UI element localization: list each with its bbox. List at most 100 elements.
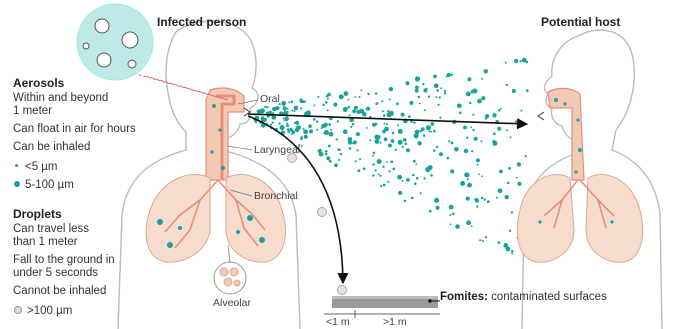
aerosol-particle — [415, 89, 419, 93]
aerosol-particle — [397, 175, 402, 180]
aerosol-particle — [415, 163, 417, 165]
aerosol-particle — [479, 239, 481, 241]
aerosol-particle — [375, 92, 377, 94]
aerosol-particle — [430, 174, 433, 177]
aerosol-particle — [325, 153, 328, 156]
aerosol-particle — [303, 128, 305, 130]
aerosol-particle — [435, 96, 437, 98]
aerosol-particle — [477, 99, 482, 104]
aerosol-particle — [348, 137, 353, 142]
aerosol-particle — [372, 174, 374, 176]
aerosol-particle — [317, 96, 319, 98]
aerosol-particle — [395, 149, 397, 151]
aerosol-particle — [516, 177, 518, 179]
aerosols-line: 1 meter — [13, 105, 52, 118]
aerosol-particle — [387, 110, 389, 112]
aerosol-particle — [450, 74, 453, 77]
aerosol-particle — [456, 225, 458, 227]
aerosol-particle — [349, 114, 351, 116]
aerosol-particle — [375, 103, 378, 106]
aerosol-particle — [390, 161, 393, 164]
aerosol-particle — [267, 106, 269, 108]
aerosol-particle — [449, 214, 451, 216]
aerosol-particle — [446, 76, 448, 78]
aerosol-particle — [469, 102, 471, 104]
fomites-desc: contaminated surfaces — [491, 291, 607, 303]
aerosol-particle — [460, 181, 465, 186]
aerosol-particle — [422, 83, 424, 85]
aerosol-particle — [511, 253, 513, 255]
aerosol-particle — [497, 127, 501, 131]
aerosol-particle — [272, 115, 277, 120]
aerosol-particle — [401, 113, 405, 117]
droplets-title: Droplets — [13, 208, 62, 221]
aerosol-particle — [392, 132, 395, 135]
aerosol-particle — [440, 87, 442, 89]
aerosol-small-label: <5 µm — [25, 161, 58, 173]
aerosol-particle — [439, 152, 443, 156]
aerosol-particle — [492, 113, 496, 117]
aerosol-particle — [355, 160, 357, 162]
aerosol-particle — [269, 110, 271, 112]
aerosol-particle — [330, 129, 332, 131]
aerosol-particle — [439, 117, 441, 119]
aerosol-particle — [383, 123, 385, 125]
aerosol-particle — [278, 122, 280, 124]
aerosol-particle — [430, 122, 434, 126]
aerosol-particle — [336, 138, 338, 140]
aerosol-particle — [434, 84, 439, 89]
aerosol-particle — [318, 149, 322, 153]
aerosol-particle — [398, 140, 403, 145]
aerosol-particle — [463, 126, 467, 130]
aerosol-particle — [414, 133, 419, 138]
aerosol-particle — [525, 61, 528, 64]
aerosol-particle — [286, 108, 288, 110]
aerosol-particle — [351, 143, 353, 145]
droplet-size-legend: >100 µm — [13, 305, 72, 318]
oral-label: Oral — [260, 93, 280, 106]
aerosol-particle — [433, 130, 436, 133]
aerosol-particle — [329, 160, 332, 163]
aerosol-particle — [338, 159, 340, 161]
infected-lungs — [146, 175, 285, 263]
aerosol-particle — [397, 124, 399, 126]
aerosol-particle — [464, 172, 469, 177]
aerosol-particle — [324, 130, 329, 135]
aerosol-particle — [525, 155, 527, 157]
aerosol-particle — [291, 101, 294, 104]
small-aerosol-dot — [15, 164, 18, 167]
aerosol-particle — [283, 118, 285, 120]
aerosol-particle — [308, 124, 312, 128]
aerosol-particle — [327, 93, 331, 97]
aerosol-particle — [327, 98, 329, 100]
aerosol-particle — [429, 210, 432, 213]
aerosol-particle — [357, 149, 359, 151]
aerosol-particle — [466, 220, 471, 225]
aerosol-particle — [493, 132, 496, 135]
aerosol-particle — [382, 110, 384, 112]
aerosol-particle — [430, 131, 432, 133]
distance-far-label: >1 m — [383, 316, 407, 329]
aerosol-particle — [485, 236, 487, 238]
alveolar-label: Alveolar — [213, 297, 251, 310]
aerosol-particle — [448, 140, 450, 142]
aerosol-particle — [272, 107, 277, 112]
aerosol-particle — [414, 182, 417, 185]
aerosol-particle — [286, 124, 289, 127]
aerosol-particle — [408, 115, 411, 118]
aerosol-particle — [290, 128, 292, 130]
aerosol-particle — [372, 163, 375, 166]
aerosol-particle — [304, 135, 308, 139]
aerosol-particle — [372, 155, 374, 157]
aerosol-particle — [482, 240, 484, 242]
aerosol-particle — [304, 101, 306, 103]
aerosol-particle — [382, 166, 384, 168]
aerosol-particle — [473, 89, 478, 94]
aerosol-particle — [389, 87, 393, 91]
aerosol-particle — [333, 103, 337, 107]
aerosol-particle — [297, 125, 301, 129]
aerosol-particle — [380, 142, 382, 144]
aerosol-particle — [514, 59, 518, 63]
aerosol-particle — [506, 129, 508, 131]
